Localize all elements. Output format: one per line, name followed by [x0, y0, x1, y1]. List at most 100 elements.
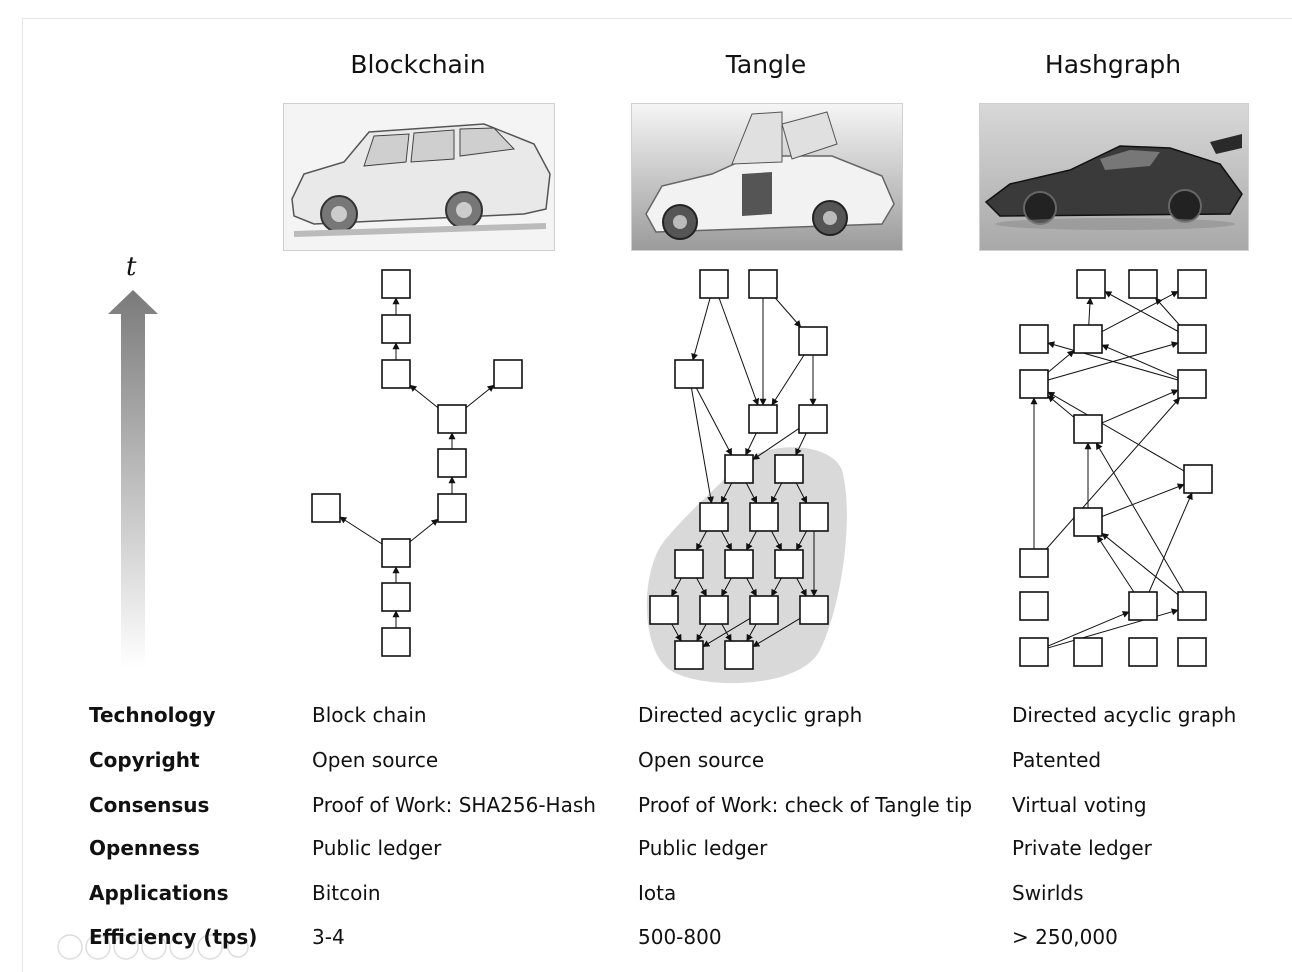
tangle-edge [720, 482, 733, 504]
blockchain-node [381, 269, 411, 299]
tangle-node [798, 404, 828, 434]
row-value-hashgraph: Virtual voting [1012, 793, 1147, 817]
tangle-edge [774, 297, 802, 328]
table-row: Copyright Open source Open source Patented [0, 748, 1292, 778]
row-label: Copyright [89, 748, 200, 772]
tangle-edge [796, 577, 807, 597]
slide-frame [22, 18, 1292, 972]
blockchain-node [311, 493, 341, 523]
tangle-edge [771, 530, 782, 551]
tangle-edge [770, 482, 783, 504]
table-row: Efficiency (tps) 3-4 500-800 > 250,000 [0, 925, 1292, 955]
row-label: Technology [89, 703, 216, 727]
tangle-edge [690, 387, 714, 504]
tangle-node [699, 269, 729, 299]
tangle-node [724, 549, 754, 579]
row-value-blockchain: Block chain [312, 703, 427, 727]
hashgraph-edge [1047, 391, 1185, 472]
blockchain-node [437, 493, 467, 523]
tangle-node [798, 326, 828, 356]
row-label: Applications [89, 881, 229, 905]
tangle-node [748, 269, 778, 299]
tangle-edge [745, 432, 757, 456]
tangle-edge [696, 577, 707, 597]
hashgraph-edge [1101, 389, 1179, 424]
tangle-edge [795, 432, 807, 456]
hashgraph-node [1177, 324, 1207, 354]
tangle-edge [746, 577, 757, 597]
table-row: Technology Block chain Directed acyclic gr… [0, 703, 1292, 733]
row-value-hashgraph: Directed acyclic graph [1012, 703, 1237, 727]
tangle-edge [721, 530, 732, 551]
row-value-tangle: Proof of Work: check of Tangle tip [638, 793, 973, 817]
hashgraph-node [1128, 637, 1158, 667]
blockchain-node [493, 359, 523, 389]
blockchain-edge [465, 384, 495, 409]
row-value-hashgraph: Patented [1012, 748, 1102, 772]
tangle-edge [695, 387, 733, 456]
hashgraph-node [1019, 369, 1049, 399]
row-value-blockchain: Bitcoin [312, 881, 381, 905]
tangle-edge [721, 577, 732, 597]
blockchain-node [437, 448, 467, 478]
row-value-blockchain: Public ledger [312, 836, 442, 860]
blockchain-edge [339, 516, 383, 545]
hashgraph-node [1177, 637, 1207, 667]
blockchain-edge [409, 518, 439, 543]
hashgraph-node [1183, 464, 1213, 494]
tangle-node [674, 640, 704, 670]
tangle-node [748, 404, 778, 434]
tangle-edge [745, 482, 758, 504]
row-label: Efficiency (tps) [89, 925, 258, 949]
hashgraph-node [1128, 269, 1158, 299]
blockchain-node [381, 314, 411, 344]
hashgraph-edge [1101, 344, 1179, 379]
tangle-edge [691, 297, 711, 361]
row-value-tangle: Public ledger [638, 836, 768, 860]
tangle-edge [752, 617, 801, 648]
station-wagon-car-image [283, 103, 555, 251]
tangle-edge [746, 623, 757, 642]
blockchain-node [437, 404, 467, 434]
tangle-node [724, 454, 754, 484]
hashgraph-node [1177, 269, 1207, 299]
blockchain-node [381, 359, 411, 389]
time-axis-label: t [126, 252, 137, 282]
blockchain-node [381, 627, 411, 657]
tangle-node [649, 595, 679, 625]
hashgraph-edge [1101, 483, 1185, 517]
row-value-tangle: Iota [638, 881, 677, 905]
hashgraph-node [1019, 637, 1049, 667]
tangle-edge [702, 617, 751, 648]
hashgraph-edge [1047, 608, 1179, 649]
tangle-edge [671, 577, 682, 597]
tangle-node [774, 454, 804, 484]
row-value-hashgraph: > 250,000 [1012, 925, 1118, 949]
gullwing-suv-car-image [631, 103, 903, 251]
row-value-tangle: 500-800 [638, 925, 722, 949]
blockchain-node [381, 582, 411, 612]
hashgraph-edge [1101, 532, 1179, 596]
hashgraph-edge [1101, 290, 1179, 333]
tangle-node [799, 595, 829, 625]
tangle-node [674, 359, 704, 389]
hashgraph-edge [1086, 297, 1094, 326]
tangle-node [699, 502, 729, 532]
row-value-blockchain: Open source [312, 748, 439, 772]
hashgraph-edge [1047, 395, 1075, 418]
hashgraph-edge [1095, 442, 1185, 593]
row-value-tangle: Open source [638, 748, 765, 772]
supercar-image [979, 103, 1249, 251]
tangle-edge [718, 297, 760, 406]
column-title-blockchain: Blockchain [350, 50, 486, 79]
tangle-node [799, 502, 829, 532]
hashgraph-node [1076, 269, 1106, 299]
hashgraph-node [1073, 324, 1103, 354]
row-value-blockchain: 3-4 [312, 925, 345, 949]
tangle-node [749, 502, 779, 532]
row-label: Consensus [89, 793, 210, 817]
tangle-edge [796, 530, 807, 551]
